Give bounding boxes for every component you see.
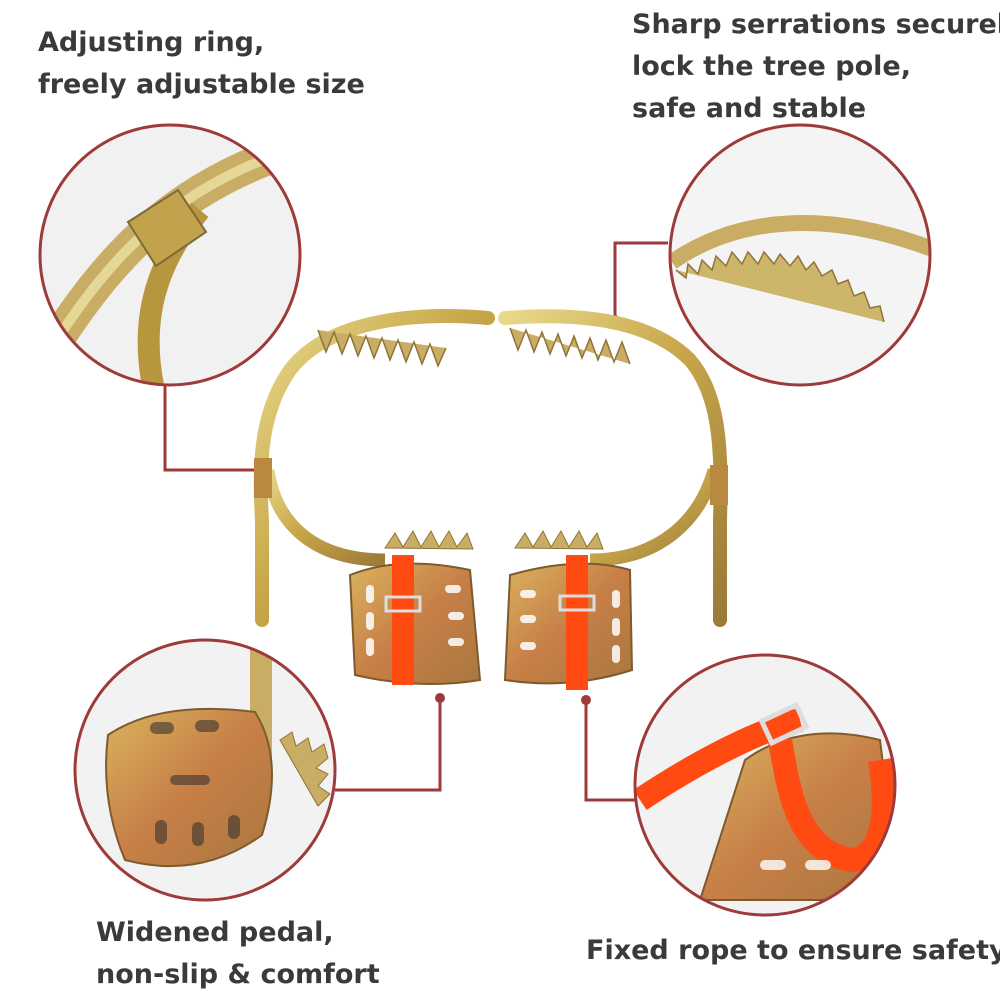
caption-line: Widened pedal, — [96, 917, 334, 948]
caption-line: non-slip & comfort — [96, 959, 380, 990]
callout-lines — [163, 241, 668, 802]
caption-line: safe and stable — [632, 93, 867, 124]
callout-line-pedal — [335, 698, 442, 792]
caption-adjusting-ring: Adjusting ring, freely adjustable size — [38, 22, 365, 106]
detail-adjusting-ring — [38, 123, 302, 387]
callout-dot-pedal — [435, 693, 445, 703]
callout-line-rope — [584, 700, 637, 802]
main-product — [253, 309, 728, 690]
caption-fixed-rope: Fixed rope to ensure safety — [586, 930, 1000, 972]
caption-widened-pedal: Widened pedal, non-slip & comfort — [96, 912, 380, 996]
detail-fixed-rope — [633, 653, 897, 917]
caption-serrations: Sharp serrations securely lock the tree … — [632, 4, 1000, 130]
callout-line-serrations — [613, 241, 668, 320]
detail-serrations — [668, 123, 932, 387]
caption-line: Sharp serrations securely — [632, 9, 1000, 40]
caption-line: Fixed rope to ensure safety — [586, 935, 1000, 966]
caption-line: freely adjustable size — [38, 69, 365, 100]
callout-dot-rope — [581, 695, 591, 705]
caption-line: Adjusting ring, — [38, 27, 265, 58]
detail-widened-pedal — [73, 638, 337, 902]
caption-line: lock the tree pole, — [632, 51, 911, 82]
callout-line-adjusting-ring — [163, 385, 262, 472]
